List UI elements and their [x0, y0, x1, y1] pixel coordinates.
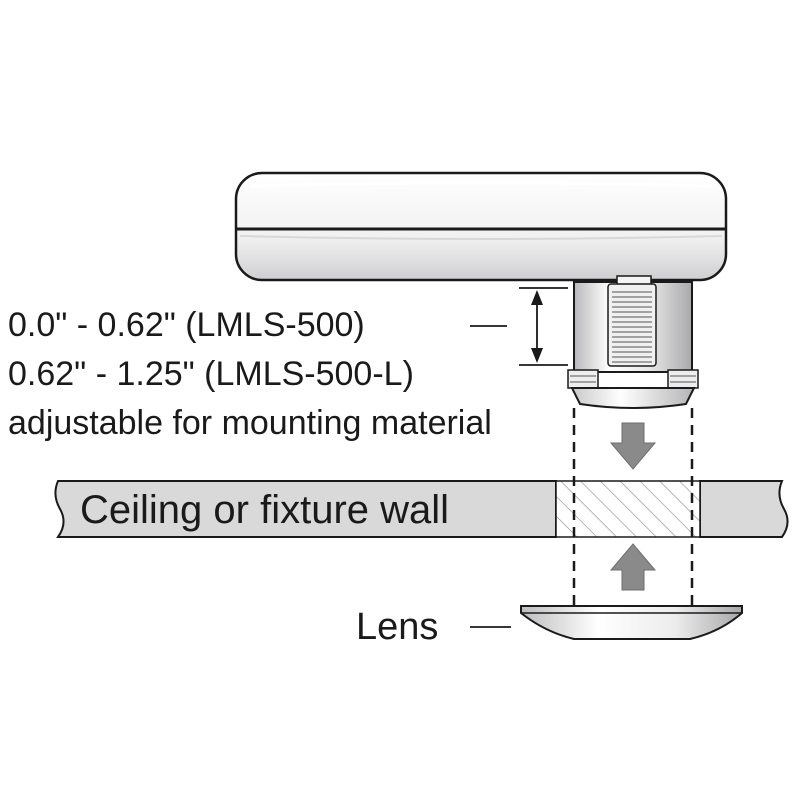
- adjustable-note-label: adjustable for mounting material: [8, 404, 492, 442]
- lens-label: Lens: [356, 606, 438, 648]
- range-dimension-marker: [519, 287, 568, 366]
- up-arrow-icon: [609, 543, 657, 591]
- range-standard-label: 0.0" - 0.62" (LMLS-500): [8, 306, 365, 344]
- sensor-housing: [234, 171, 728, 282]
- thread-bands: [567, 369, 699, 389]
- threaded-barrel: [567, 275, 699, 409]
- down-arrow-icon: [609, 422, 657, 470]
- ceiling-wall: [54, 480, 789, 538]
- lens: [520, 605, 743, 640]
- ribbed-adjuster: [607, 275, 657, 367]
- ceiling-label: Ceiling or fixture wall: [80, 488, 449, 532]
- barrel-cap: [570, 387, 696, 409]
- mounting-hole-hatch: [555, 480, 701, 538]
- range-long-label: 0.62" - 1.25" (LMLS-500-L): [8, 355, 414, 393]
